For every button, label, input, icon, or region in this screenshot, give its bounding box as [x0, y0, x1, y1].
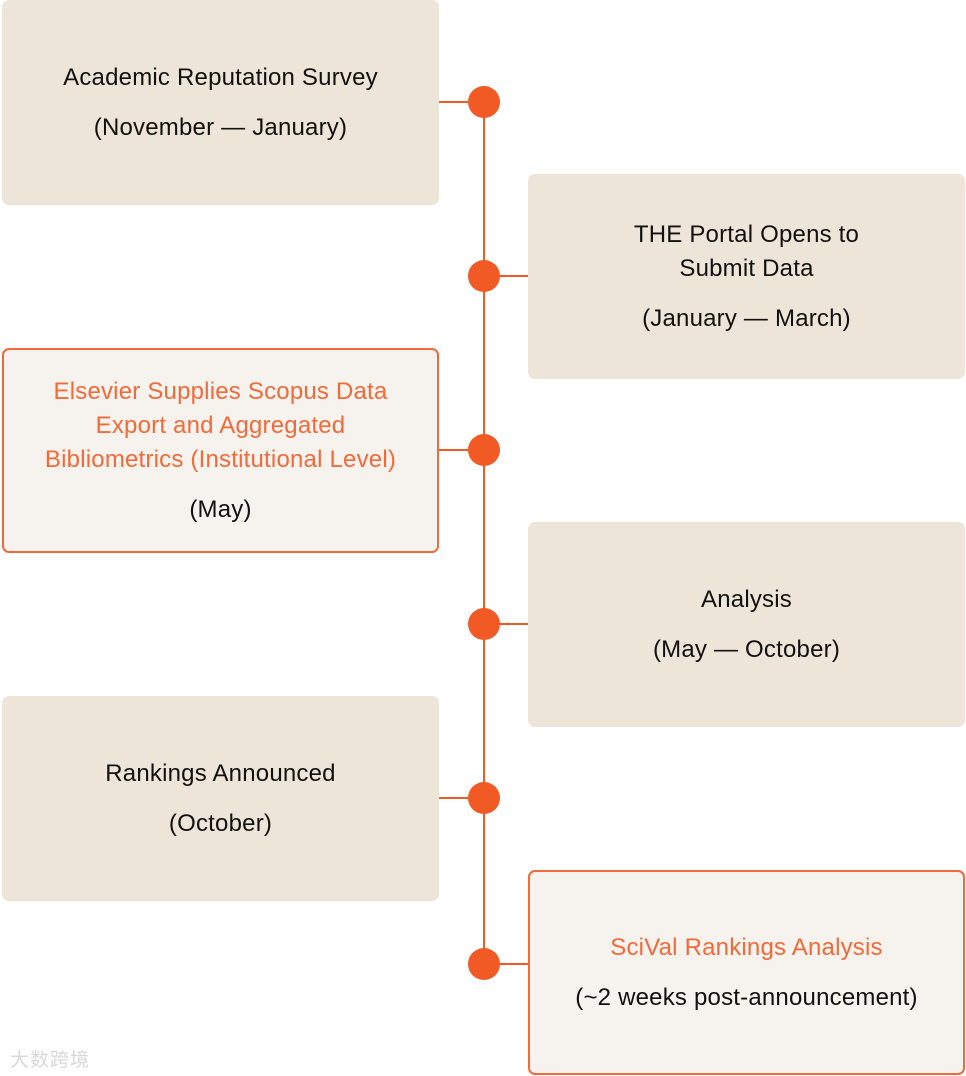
watermark: 大数跨境	[10, 1050, 91, 1071]
event-date: (January — March)	[642, 304, 851, 332]
event-date: (October)	[168, 809, 273, 837]
event-date: (November — January)	[93, 113, 348, 141]
timeline-dot	[468, 86, 500, 118]
event-connector	[485, 623, 528, 625]
event-connector	[439, 449, 483, 451]
timeline-dot	[468, 434, 500, 466]
event-date: (May — October)	[652, 635, 841, 663]
event-title: SciVal Rankings Analysis	[610, 933, 883, 961]
event-title: Elsevier Supplies Scopus Data Export and…	[44, 377, 397, 473]
event-title: Analysis	[701, 585, 792, 613]
timeline-dot	[468, 948, 500, 980]
timeline-dot	[468, 782, 500, 814]
event-connector	[485, 963, 528, 965]
event-card-analysis: Analysis (May — October)	[528, 522, 965, 727]
event-title: Academic Reputation Survey	[63, 63, 378, 91]
event-card-elsevier-supplies-data: Elsevier Supplies Scopus Data Export and…	[2, 348, 439, 553]
timeline-dot	[468, 608, 500, 640]
event-card-scival-rankings-analysis: SciVal Rankings Analysis (~2 weeks post-…	[528, 870, 965, 1075]
event-title: Rankings Announced	[105, 759, 336, 787]
event-connector	[485, 275, 528, 277]
timeline-spine	[483, 102, 485, 964]
event-title: THE Portal Opens to Submit Data	[633, 220, 860, 282]
event-card-academic-reputation-survey: Academic Reputation Survey (November — J…	[2, 0, 439, 205]
event-connector	[439, 101, 483, 103]
event-connector	[439, 797, 483, 799]
event-card-rankings-announced: Rankings Announced (October)	[2, 696, 439, 901]
timeline-dot	[468, 260, 500, 292]
event-date: (~2 weeks post-announcement)	[575, 983, 918, 1011]
event-date: (May)	[189, 495, 252, 523]
event-card-the-portal-opens: THE Portal Opens to Submit Data (January…	[528, 174, 965, 379]
